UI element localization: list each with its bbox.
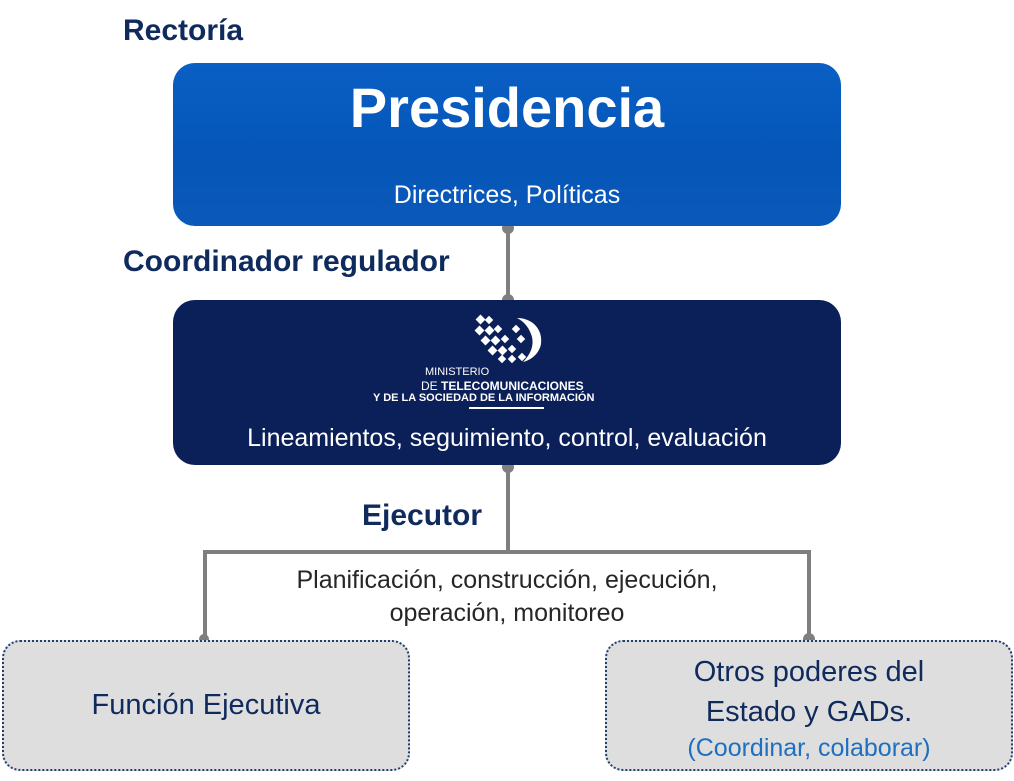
- ejecutor-tasks-line1: Planificación, construcción, ejecución,: [296, 566, 718, 594]
- funcion-ejecutiva-box: Función Ejecutiva: [2, 640, 410, 771]
- ministerio-box: MINISTERIO DE TELECOMUNICACIONES Y DE LA…: [173, 300, 841, 465]
- logo-text-line1: MINISTERIO: [425, 366, 490, 378]
- logo-text-line2-main: TELECOMUNICACIONES: [441, 379, 584, 393]
- otros-poderes-note: (Coordinar, colaborar): [687, 734, 931, 762]
- otros-poderes-box: Otros poderes del Estado y GADs. (Coordi…: [605, 640, 1013, 771]
- otros-poderes-line2: Estado y GADs.: [705, 696, 913, 728]
- ministerio-logo-icon: [474, 314, 542, 364]
- presidencia-box: Presidencia Directrices, Políticas: [173, 63, 841, 226]
- level-heading-ejecutor: Ejecutor: [362, 499, 483, 532]
- level-heading-rectoria: Rectoría: [123, 14, 244, 47]
- ministerio-subtitle: Lineamientos, seguimiento, control, eval…: [247, 424, 767, 452]
- ejecutor-tasks-line2: operación, monitoreo: [389, 599, 625, 627]
- presidencia-title: Presidencia: [349, 76, 665, 139]
- funcion-ejecutiva-label: Función Ejecutiva: [91, 689, 321, 721]
- otros-poderes-line1: Otros poderes del: [693, 656, 925, 688]
- connector-dot: [199, 634, 209, 644]
- level-heading-coordinador: Coordinador regulador: [123, 245, 450, 278]
- logo-text-line2-prefix: DE: [421, 379, 442, 393]
- ejecutor-tasks: Planificación, construcción, ejecución, …: [207, 564, 807, 630]
- logo-underline: [469, 407, 544, 409]
- presidencia-subtitle: Directrices, Políticas: [393, 181, 621, 209]
- otros-poderes-text: Otros poderes del Estado y GADs.: [607, 652, 1011, 732]
- logo-text-line2: DE TELECOMUNICACIONES: [421, 380, 584, 392]
- logo-text-line3: Y DE LA SOCIEDAD DE LA INFORMACIÓN: [373, 392, 595, 404]
